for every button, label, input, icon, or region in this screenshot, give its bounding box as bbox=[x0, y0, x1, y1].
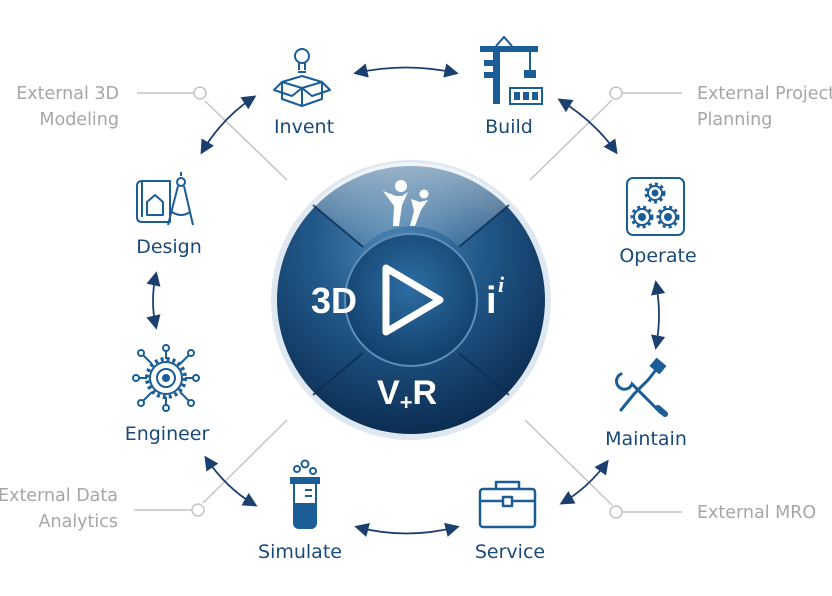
compass-figure-icon bbox=[383, 180, 429, 226]
sphere-label-vr: V+R bbox=[377, 374, 437, 415]
sphere-inner-disc bbox=[344, 233, 478, 367]
arrow-simulate-engineer bbox=[204, 455, 258, 507]
wrench-screwdriver-icon bbox=[615, 357, 668, 417]
external-analytics-line1: External Data bbox=[0, 486, 118, 506]
arrow-build-operate bbox=[557, 98, 618, 155]
sphere-label-i-super: i bbox=[498, 272, 505, 297]
connector-node-mro bbox=[609, 505, 623, 519]
node-label-build[interactable]: Build bbox=[485, 116, 533, 138]
external-analytics-line2: Analytics bbox=[39, 512, 118, 532]
sphere-top-cap bbox=[313, 162, 509, 247]
connector-node-project bbox=[609, 86, 623, 100]
node-label-maintain[interactable]: Maintain bbox=[605, 428, 687, 450]
connector-modeling-diag bbox=[204, 100, 288, 181]
node-label-design[interactable]: Design bbox=[136, 236, 202, 258]
node-label-engineer[interactable]: Engineer bbox=[125, 423, 210, 445]
drafting-compass-icon bbox=[136, 172, 194, 226]
node-label-simulate[interactable]: Simulate bbox=[258, 541, 342, 563]
external-modeling-line1: External 3D bbox=[16, 84, 119, 104]
connector-project-diag bbox=[529, 99, 613, 181]
external-analytics: External Data Analytics bbox=[0, 486, 118, 532]
external-modeling: External 3D Modeling bbox=[16, 84, 119, 130]
idea-box-icon bbox=[273, 48, 331, 107]
arrow-operate-maintain bbox=[651, 280, 666, 350]
connector-mro-diag bbox=[524, 419, 613, 506]
compass-sphere[interactable]: 3D i i V+R bbox=[271, 160, 551, 440]
arrow-maintain-service bbox=[559, 459, 609, 505]
external-mro: External MRO bbox=[697, 503, 816, 523]
external-modeling-line2: Modeling bbox=[39, 110, 119, 130]
connector-node-analytics bbox=[191, 503, 205, 517]
arrow-service-simulate bbox=[354, 522, 460, 537]
external-project-line1: External Project bbox=[697, 84, 832, 104]
external-project-line2: Planning bbox=[697, 110, 772, 130]
sphere-label-i: i bbox=[486, 280, 497, 322]
node-label-invent[interactable]: Invent bbox=[274, 116, 334, 138]
beaker-icon bbox=[290, 459, 320, 529]
cycle-arrows bbox=[146, 63, 666, 537]
network-gear-icon bbox=[132, 344, 200, 412]
briefcase-icon bbox=[478, 480, 537, 529]
crane-icon bbox=[480, 35, 543, 105]
sphere-label-3d: 3D bbox=[311, 280, 357, 321]
node-labels: Invent Build Operate Maintain Service Si… bbox=[125, 116, 697, 563]
play-icon[interactable] bbox=[382, 264, 444, 336]
arrow-invent-build bbox=[353, 63, 459, 78]
node-label-operate[interactable]: Operate bbox=[619, 245, 696, 267]
external-mro-line1: External MRO bbox=[697, 503, 816, 523]
connector-node-modeling bbox=[193, 86, 207, 100]
external-project: External Project Planning bbox=[697, 84, 832, 130]
arrow-engineer-design bbox=[146, 271, 161, 330]
connector-analytics-diag bbox=[202, 419, 288, 504]
gears-icon bbox=[626, 177, 685, 236]
node-label-service[interactable]: Service bbox=[475, 541, 545, 563]
arrow-design-invent bbox=[200, 95, 257, 155]
